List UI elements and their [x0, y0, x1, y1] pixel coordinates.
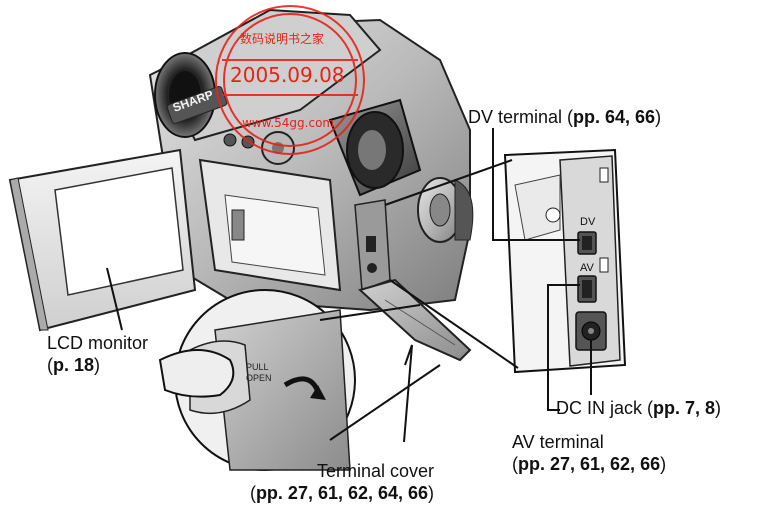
- watermark-stamp: [215, 5, 365, 155]
- terminal-cover-label: Terminal cover (pp. 27, 61, 62, 64, 66): [249, 461, 435, 503]
- watermark-url: www.54gg.com: [242, 116, 335, 130]
- cover-leader: [403, 344, 413, 443]
- lcd-panel: [8, 148, 197, 332]
- av-leader: [547, 284, 580, 411]
- pull-label: PULL: [246, 362, 269, 372]
- terminal-inset: [503, 148, 627, 374]
- dv-terminal-label: DV terminal (pp. 64, 66): [468, 107, 662, 127]
- camcorder-body: [148, 8, 474, 312]
- dc-in-jack-label: DC IN jack (pp. 7, 8): [556, 398, 722, 418]
- av-terminal-label: AV terminal (pp. 27, 61, 62, 66): [512, 432, 667, 474]
- callout-lines: [106, 128, 592, 443]
- lcd-monitor-label: LCD monitor (p. 18): [47, 333, 149, 375]
- magnifier-connectors: [319, 304, 441, 441]
- watermark-date: 2005.09.08: [230, 63, 345, 87]
- pull-open-inset: [158, 289, 356, 471]
- watermark-title: 数码说明书之家: [240, 32, 325, 46]
- inset-connectors: [384, 159, 519, 369]
- av-port-label: AV: [580, 262, 594, 274]
- lcd-leader: [106, 267, 123, 331]
- dv-port-label: DV: [580, 216, 596, 228]
- dv-leader: [492, 128, 580, 241]
- open-label: OPEN: [246, 373, 272, 383]
